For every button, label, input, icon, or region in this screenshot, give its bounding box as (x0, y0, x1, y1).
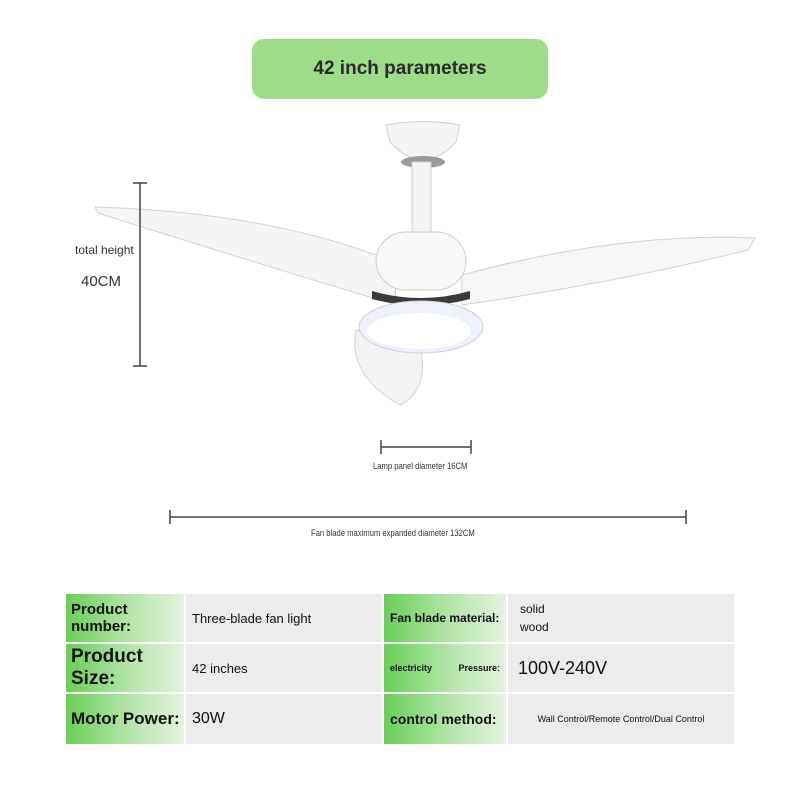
motor-housing (375, 231, 467, 291)
motor-power-label: Motor Power: (66, 694, 184, 744)
voltage-value: 100V-240V (508, 644, 734, 692)
blade-diameter-label: Fan blade maximum expanded diameter 132C… (311, 528, 475, 538)
blade-material-line1: solid (520, 602, 545, 616)
height-label: total height (75, 243, 134, 257)
product-size-value: 42 inches (186, 644, 382, 692)
fan-blade-right (461, 236, 756, 306)
page-title: 42 inch parameters (313, 58, 487, 79)
height-value: 40CM (81, 273, 122, 290)
lamp-glow (367, 313, 471, 349)
product-number-value: Three-blade fan light (186, 594, 382, 642)
control-method-label: control method: (384, 694, 506, 744)
motor-trim (372, 291, 470, 306)
fan-canopy (385, 121, 461, 161)
blade-material-label: Fan blade material: (384, 594, 506, 642)
fan-downrod (411, 161, 432, 235)
blade-material-value: solid wood (508, 594, 734, 642)
electricity-label: electricity (390, 663, 433, 673)
title-banner: 42 inch parameters (252, 39, 548, 99)
spec-table: Product number: Three-blade fan light Fa… (66, 594, 734, 744)
electricity-pressure-label: electricity Pressure: (384, 644, 506, 692)
pressure-label: Pressure: (458, 663, 500, 673)
product-number-label: Product number: (66, 594, 184, 642)
control-method-value: Wall Control/Remote Control/Dual Control (508, 694, 734, 744)
motor-power-value: 30W (186, 694, 382, 744)
product-size-label: Product Size: (66, 644, 184, 692)
lamp-diameter-label: Lamp panel diameter 16CM (373, 461, 468, 471)
blade-material-line2: wood (520, 620, 549, 634)
